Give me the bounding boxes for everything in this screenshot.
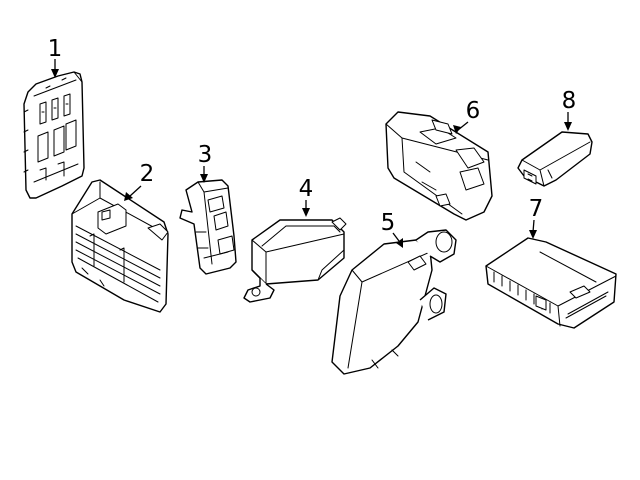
arrowhead bbox=[302, 208, 310, 217]
callout-6: 6 bbox=[453, 98, 480, 134]
part-7-module[interactable] bbox=[485, 237, 617, 329]
callout-label: 3 bbox=[198, 142, 213, 168]
arrowhead bbox=[453, 125, 461, 134]
arrowhead bbox=[529, 230, 537, 239]
callout-label: 5 bbox=[381, 210, 396, 236]
part-1-module[interactable] bbox=[23, 71, 85, 199]
part-3-module[interactable] bbox=[179, 179, 237, 275]
arrowhead bbox=[200, 174, 208, 183]
callout-1: 1 bbox=[48, 36, 63, 78]
part-2-module[interactable] bbox=[71, 179, 169, 313]
leader-line bbox=[129, 185, 142, 197]
part-6-module[interactable] bbox=[385, 111, 493, 221]
leader-line bbox=[392, 232, 400, 242]
callout-3: 3 bbox=[198, 142, 213, 183]
callout-4: 4 bbox=[299, 176, 314, 217]
callout-5: 5 bbox=[381, 210, 403, 248]
arrowhead bbox=[564, 122, 572, 131]
arrowhead bbox=[51, 69, 59, 78]
arrowhead bbox=[396, 238, 403, 248]
callout-label: 2 bbox=[140, 161, 155, 187]
callout-label: 1 bbox=[48, 36, 63, 62]
part-5-module[interactable] bbox=[331, 229, 457, 375]
callout-label: 4 bbox=[299, 176, 314, 202]
callout-7: 7 bbox=[529, 196, 544, 239]
callout-label: 6 bbox=[466, 98, 481, 124]
callout-2: 2 bbox=[124, 161, 154, 201]
arrowhead bbox=[124, 192, 133, 201]
callout-label: 8 bbox=[562, 88, 577, 114]
callout-8: 8 bbox=[562, 88, 577, 131]
part-8-module[interactable] bbox=[517, 131, 593, 187]
callout-label: 7 bbox=[529, 196, 544, 222]
part-4-module[interactable] bbox=[243, 217, 347, 303]
